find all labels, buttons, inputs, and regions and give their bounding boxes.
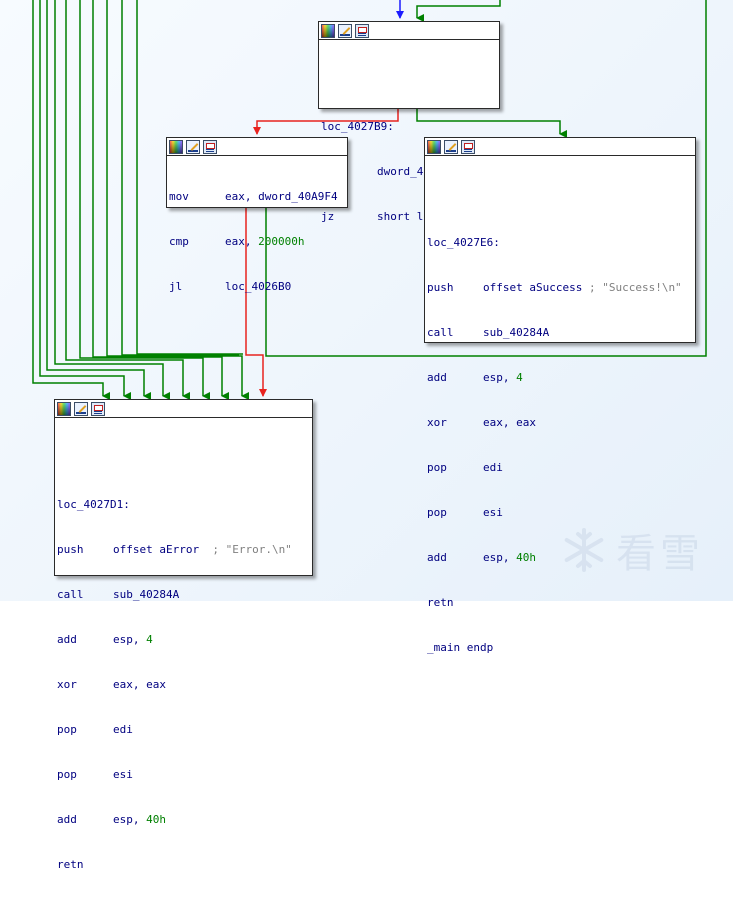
basic-block-loc-4027E6[interactable]: loc_4027E6: push offset aSuccess ; "Succe…	[424, 137, 696, 654]
operands[interactable]: esp,	[483, 371, 517, 384]
operands[interactable]: esi	[483, 506, 503, 519]
code-label[interactable]: loc_4027D1:	[57, 498, 130, 511]
mnemonic: pop	[427, 461, 447, 474]
block-code: mov eax, dword_40A9F4 cmp eax, 200000h jl l…	[167, 156, 347, 326]
operands[interactable]: offset aError	[113, 543, 200, 556]
mnemonic: xor	[427, 416, 447, 429]
block-toolbar	[55, 400, 312, 418]
watermark-text: 看雪	[616, 531, 704, 577]
block-code: loc_4027E6: push offset aSuccess ; "Succe…	[425, 156, 695, 687]
operands[interactable]: esp,	[113, 633, 147, 646]
mnemonic: pop	[57, 723, 77, 736]
block-toolbar	[425, 138, 695, 156]
operands[interactable]: eax, eax	[113, 678, 166, 691]
operands[interactable]: sub_40284A	[113, 588, 180, 601]
mnemonic: add	[427, 551, 447, 564]
mnemonic: mov	[169, 190, 189, 203]
operands[interactable]: offset aSuccess	[483, 281, 583, 294]
mnemonic: pop	[57, 768, 77, 781]
edge-incoming-green	[416, 0, 501, 22]
graph-icon[interactable]	[91, 401, 105, 416]
graph-icon[interactable]	[355, 23, 369, 38]
mnemonic: call	[427, 326, 454, 339]
operands[interactable]: eax, dword_40A9F4	[225, 190, 338, 203]
basic-block-mov[interactable]: mov eax, dword_40A9F4 cmp eax, 200000h jl l…	[166, 137, 348, 293]
graph-icon[interactable]	[203, 139, 217, 154]
operands[interactable]: loc_4026B0	[225, 280, 292, 293]
rename-icon[interactable]	[444, 139, 458, 154]
edge-fan-in-group	[32, 0, 249, 400]
operands[interactable]: esi	[113, 768, 133, 781]
edge-jz-false	[253, 108, 399, 135]
watermark: 看雪	[560, 520, 720, 580]
immediate-value: 40h	[146, 813, 166, 826]
mnemonic: retn	[57, 858, 84, 871]
graph-icon[interactable]	[461, 139, 475, 154]
node-color-icon[interactable]	[321, 23, 335, 38]
immediate-value: 4	[146, 633, 153, 646]
mnemonic: push	[57, 543, 84, 556]
mnemonic: cmp	[169, 235, 189, 248]
immediate-value: 200000h	[258, 235, 305, 248]
rename-icon[interactable]	[186, 139, 200, 154]
basic-block-loc-4027D1[interactable]: loc_4027D1: push offset aError ; "Error.\…	[54, 399, 313, 871]
operands[interactable]: sub_40284A	[483, 326, 550, 339]
edge-jz-true	[416, 108, 567, 138]
comment: ; "Success!\n"	[588, 281, 682, 294]
block-toolbar	[319, 22, 499, 40]
block-code: loc_4027D1: push offset aError ; "Error.\…	[55, 418, 312, 904]
node-color-icon[interactable]	[57, 401, 71, 416]
operands[interactable]: edi	[483, 461, 503, 474]
snowflake-icon	[564, 528, 604, 572]
mnemonic: add	[427, 371, 447, 384]
code-label[interactable]: _main endp	[427, 641, 494, 654]
rename-icon[interactable]	[338, 23, 352, 38]
operands[interactable]: edi	[113, 723, 133, 736]
mnemonic: pop	[427, 506, 447, 519]
code-label[interactable]: loc_4027E6:	[427, 236, 500, 249]
mnemonic: push	[427, 281, 454, 294]
graph-view-canvas[interactable]: loc_4027B9: cmpdword_40A9F8, esi jzshort…	[0, 0, 733, 871]
mnemonic: call	[57, 588, 84, 601]
mnemonic: add	[57, 633, 77, 646]
mnemonic: xor	[57, 678, 77, 691]
node-color-icon[interactable]	[169, 139, 183, 154]
operands[interactable]: eax, eax	[483, 416, 536, 429]
operands[interactable]: eax,	[225, 235, 259, 248]
control-flow-edges	[32, 0, 707, 400]
operands[interactable]: esp,	[113, 813, 147, 826]
basic-block-loc-4027B9[interactable]: loc_4027B9: cmpdword_40A9F8, esi jzshort…	[318, 21, 500, 223]
comment	[582, 280, 589, 295]
immediate-value: 40h	[516, 551, 536, 564]
immediate-value: 4	[516, 371, 523, 384]
rename-icon[interactable]	[74, 401, 88, 416]
mnemonic: add	[57, 813, 77, 826]
edge-jl-true	[265, 0, 707, 357]
comment: ; "Error.\n"	[199, 543, 292, 556]
edge-jl-false	[245, 207, 267, 397]
mnemonic: retn	[427, 596, 454, 609]
operands[interactable]: esp,	[483, 551, 517, 564]
node-color-icon[interactable]	[427, 139, 441, 154]
code-label[interactable]: loc_4027B9:	[321, 120, 394, 133]
mnemonic: jz	[321, 210, 335, 223]
block-toolbar	[167, 138, 347, 156]
mnemonic: jl	[169, 280, 183, 293]
